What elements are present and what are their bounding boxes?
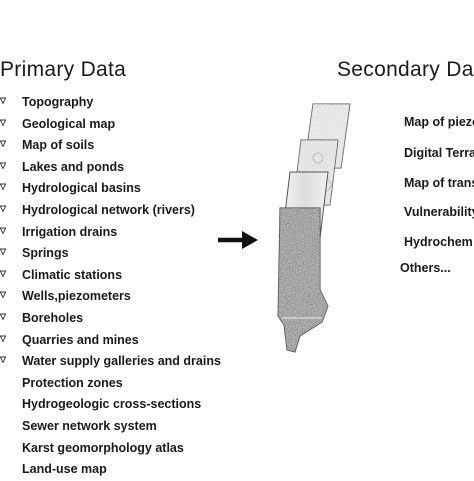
checkmark-icon (0, 119, 6, 126)
primary-data-item-label: Hydrological basins (22, 181, 141, 196)
primary-data-item: Quarries and mines (0, 330, 221, 352)
primary-data-item-label: Lakes and ponds (22, 159, 125, 174)
primary-data-item-label: Sewer network system (22, 418, 157, 433)
primary-data-item-label: Land-use map (22, 462, 107, 477)
checkmark-icon (0, 313, 6, 320)
primary-data-item: Lakes and ponds (0, 157, 221, 179)
primary-data-item: Protection zones (0, 373, 221, 395)
secondary-data-item: Map of piezo (404, 115, 474, 129)
secondary-data-item: Others... (400, 261, 451, 275)
checkmark-icon (0, 335, 6, 342)
primary-data-item: Sewer network system (0, 416, 221, 438)
checkmark-icon (0, 97, 6, 104)
primary-data-item: Hydrogeologic cross-sections (0, 394, 221, 416)
primary-data-item: Karst geomorphology atlas (0, 438, 221, 460)
primary-data-item: Springs (0, 243, 221, 265)
right-arrow-icon (218, 231, 258, 249)
checkmark-icon (0, 248, 6, 256)
primary-data-item: Topography (0, 92, 221, 114)
secondary-data-item: Vulnerability (404, 205, 474, 219)
checkmark-icon (0, 205, 6, 212)
primary-data-item: Climatic stations (0, 265, 221, 287)
primary-data-item-label: Climatic stations (22, 267, 123, 282)
checkmark-icon (0, 140, 6, 148)
primary-data-item-label: Karst geomorphology atlas (22, 440, 184, 455)
primary-data-item: Land-use map (0, 459, 221, 481)
primary-data-title: Primary Data (0, 58, 127, 81)
primary-data-item: Map of soils (0, 135, 221, 157)
primary-data-item: Hydrological network (rivers) (0, 200, 221, 222)
primary-data-item: Water supply galleries and drains (0, 351, 221, 373)
secondary-data-item: Hydrochem (404, 235, 473, 249)
checkmark-icon (0, 227, 6, 234)
primary-data-item-label: Irrigation drains (22, 224, 118, 239)
primary-data-item: Hydrological basins (0, 178, 221, 200)
checkmark-icon (0, 183, 6, 191)
checkmark-icon (0, 356, 6, 364)
primary-data-item: Irrigation drains (0, 222, 221, 244)
primary-data-item-label: Water supply galleries and drains (22, 354, 221, 369)
checkmark-icon (0, 162, 6, 169)
checkmark-icon (0, 270, 6, 277)
primary-data-item: Geological map (0, 114, 221, 136)
primary-data-item-label: Hydrogeologic cross-sections (22, 397, 202, 412)
primary-data-item-label: Boreholes (22, 310, 84, 325)
primary-data-item-label: Protection zones (22, 375, 123, 390)
secondary-data-title: Secondary Da (337, 58, 474, 81)
primary-data-item-label: Quarries and mines (22, 332, 139, 347)
primary-data-item-label: Wells,piezometers (22, 289, 131, 304)
checkmark-icon (0, 291, 6, 299)
primary-data-item-label: Springs (22, 246, 69, 261)
primary-data-item-label: Map of soils (22, 138, 95, 153)
data-layer-4 (277, 207, 329, 353)
primary-data-item: Wells,piezometers (0, 286, 221, 308)
secondary-data-item: Map of trans (404, 176, 474, 190)
primary-data-item: Boreholes (0, 308, 221, 330)
primary-data-item-label: Hydrological network (rivers) (22, 202, 195, 217)
primary-data-item-label: Topography (22, 95, 94, 109)
primary-data-item-label: Geological map (22, 116, 116, 131)
secondary-data-item: Digital Terra (404, 146, 474, 160)
